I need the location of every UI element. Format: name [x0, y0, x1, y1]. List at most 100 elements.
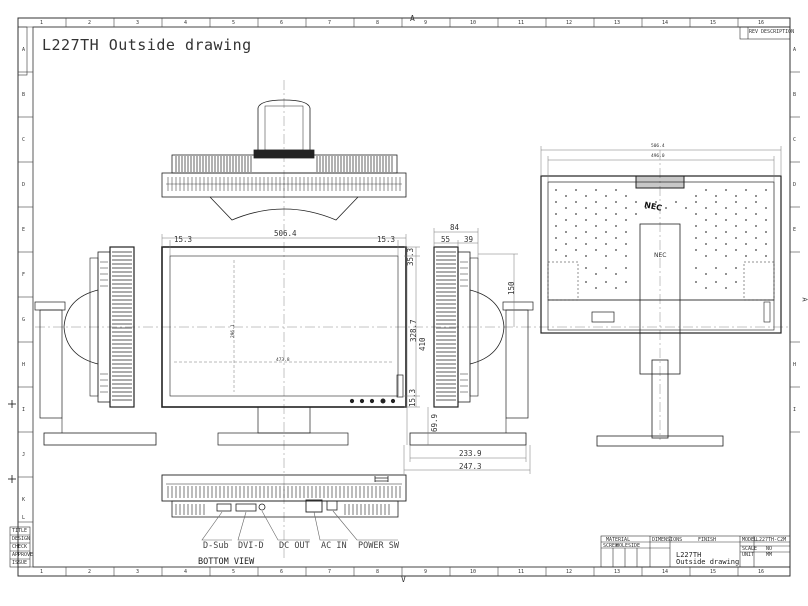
connector-label-ac-in: AC IN — [321, 541, 347, 551]
column-number: 2 — [88, 569, 92, 575]
column-number: 1 — [40, 20, 44, 26]
rear-vent-pattern — [555, 189, 767, 289]
title-block-scale-value: NO — [766, 546, 773, 552]
title-block-finish: FINISH — [698, 537, 717, 543]
front-view — [161, 246, 407, 446]
column-number: 10 — [470, 569, 477, 575]
panel-bottom-dimension: 15.3 — [408, 388, 417, 407]
overall-height-dimension: 328.7 — [409, 319, 418, 342]
title-block-unit-label: UNIT — [742, 552, 755, 558]
column-number: 10 — [470, 20, 477, 26]
title-tab — [17, 26, 28, 76]
side-panel-label: CHECK — [12, 544, 28, 550]
title-block-model-name: L227TH — [676, 551, 702, 559]
row-letter: G — [22, 317, 26, 323]
row-letter: B — [793, 92, 797, 98]
title-block-unit-value: MM — [766, 552, 773, 558]
column-number: 8 — [376, 569, 380, 575]
side-b-dimension: 39 — [464, 235, 474, 244]
column-number: 12 — [566, 20, 573, 26]
column-number: 15 — [710, 569, 717, 575]
column-number: 3 — [136, 569, 140, 575]
column-number: 5 — [232, 20, 236, 26]
column-number: 16 — [758, 20, 765, 26]
title-block-scale-label: SCALE — [742, 546, 758, 552]
column-number: 13 — [614, 569, 621, 575]
column-number: 3 — [136, 20, 140, 26]
right-side-vents — [436, 251, 468, 401]
bezel-left-dimension: 15.3 — [174, 235, 193, 244]
side-panel-label: APPROVE — [12, 552, 34, 558]
column-number: 13 — [614, 20, 621, 26]
right-center-marker: A — [800, 297, 808, 302]
row-letter: H — [793, 362, 797, 368]
right-side-view — [409, 246, 534, 446]
column-number: 14 — [662, 569, 669, 575]
row-letter: C — [22, 137, 26, 143]
column-number: 11 — [518, 20, 525, 26]
column-number: 4 — [184, 20, 188, 26]
front-dim-lines — [161, 234, 420, 445]
row-letter: H — [22, 362, 26, 368]
row-letter: A — [22, 47, 26, 53]
column-ticks — [18, 18, 800, 576]
registration-marks — [8, 400, 16, 483]
rear-view — [540, 175, 782, 447]
row-letter: D — [22, 182, 26, 188]
bezel-right-dimension: 15.3 — [377, 235, 396, 244]
side-panel-label: TITLE — [12, 528, 28, 534]
drawing-title: L227TH Outside drawing — [42, 36, 252, 54]
side-depth-dimension: 84 — [450, 223, 460, 232]
rear-width-2-dimension: 496.0 — [651, 154, 665, 159]
base-depth-2-dimension: 247.3 — [459, 462, 482, 471]
title-block-hole: HOLE — [616, 543, 629, 549]
row-letter: I — [793, 407, 797, 413]
pivot-offset-dimension: 150 — [507, 281, 516, 295]
title-block-screw: SCREW — [603, 543, 619, 549]
bottom-view-vents — [166, 476, 402, 515]
left-side-view — [34, 246, 157, 446]
connector-label-power-sw: POWER SW — [358, 541, 399, 551]
connector-leaders — [201, 510, 398, 541]
title-block-material: MATERIAL — [606, 537, 631, 543]
column-number: 9 — [424, 20, 428, 26]
top-view — [161, 99, 407, 221]
top-center-marker: A — [410, 14, 415, 23]
row-letter: E — [22, 227, 26, 233]
stand-height-dimension: 410 — [418, 337, 427, 351]
column-number: 14 — [662, 20, 669, 26]
connector-label-dvi: DVI-D — [238, 541, 264, 551]
base-depth-1-dimension: 233.9 — [459, 449, 482, 458]
row-letter: C — [793, 137, 797, 143]
side-dim-lines — [403, 228, 531, 474]
column-number: 7 — [328, 569, 332, 575]
side-a-dimension: 55 — [441, 235, 451, 244]
column-number: 8 — [376, 20, 380, 26]
title-block-model-label: MODEL — [742, 537, 758, 543]
column-number: 6 — [280, 20, 284, 26]
centerlines — [35, 80, 790, 560]
left-side-vents — [100, 251, 132, 401]
title-block-model-value: L227TH-C2M — [756, 537, 787, 543]
side-info-panel — [9, 526, 31, 568]
title-block-dimensions: DIMENSIONS — [652, 537, 683, 543]
column-number: 9 — [424, 569, 428, 575]
top-view-vents — [166, 156, 402, 191]
rear-dim-lines — [540, 146, 782, 182]
rear-width-1-dimension: 506.4 — [651, 144, 665, 149]
side-panel-label: ISSUE — [12, 560, 28, 566]
column-number: 11 — [518, 569, 525, 575]
column-number: 5 — [232, 569, 236, 575]
connector-label-dsub: D-Sub — [203, 541, 229, 551]
row-letter: B — [22, 92, 26, 98]
row-letter: D — [793, 182, 797, 188]
bottom-view-label: BOTTOM VIEW — [198, 557, 255, 567]
connector-label-dc-out: DC OUT — [279, 541, 310, 551]
base-height-dimension: 69.9 — [430, 413, 439, 432]
rear-center-badge: NEC — [654, 252, 667, 259]
column-number: 2 — [88, 20, 92, 26]
revision-label: REV DESCRIPTION — [749, 29, 795, 35]
front-width-dimension: 506.4 — [274, 229, 297, 238]
screen-width-dimension: 473.8 — [276, 358, 290, 363]
row-letter: A — [793, 47, 797, 53]
